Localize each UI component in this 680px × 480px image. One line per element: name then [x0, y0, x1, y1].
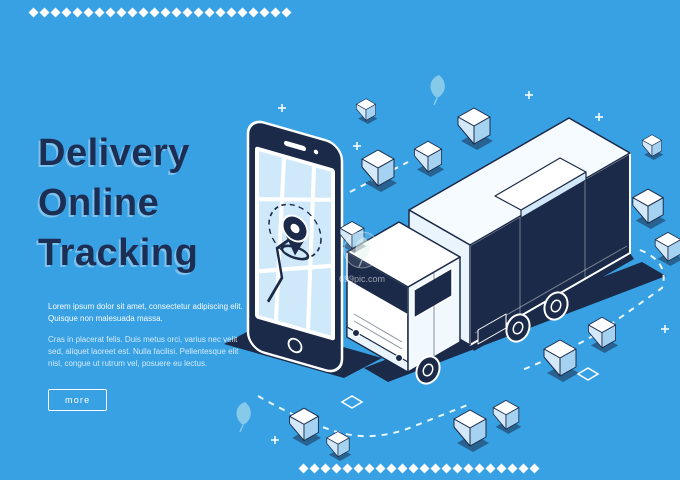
more-button[interactable]: more: [48, 389, 108, 411]
truck-side-window: [413, 267, 453, 319]
map-route-line: [266, 235, 294, 303]
title-line-1: Delivery: [38, 132, 190, 174]
parcel-box: [453, 409, 490, 453]
smartphone-illustration: [246, 120, 344, 373]
body-paragraph: Cras in placerat felis. Duis metus orci,…: [48, 335, 239, 368]
watermark-text: 699pic.com: [339, 274, 385, 284]
map-roads: [258, 157, 332, 330]
parcel-box: [289, 407, 322, 447]
page-title: Delivery Online Tracking: [38, 128, 198, 278]
parcel-box: [492, 399, 522, 435]
truck-cab-roof: [346, 221, 461, 288]
phone-home-button: [287, 337, 303, 354]
parcel-box: [654, 231, 680, 267]
delivery-truck-illustration: [346, 117, 634, 389]
truck-roof-vent: [494, 157, 587, 211]
phone-camera-icon: [313, 149, 319, 155]
truck-fuel-tank: [477, 313, 507, 345]
parcel-box: [326, 431, 352, 462]
top-diamond-row: [28, 7, 292, 18]
parcel-box: [632, 188, 667, 230]
intro-paragraph: Lorem ipsum dolor sit amet, consectetur …: [48, 302, 243, 323]
parcel-box: [642, 134, 664, 161]
title-line-3: Tracking: [38, 232, 199, 275]
title-line-2: Online: [38, 182, 160, 225]
parcel-box: [413, 140, 445, 178]
phone-earpiece: [284, 140, 306, 152]
bottom-diamond-row: [298, 463, 540, 474]
truck-headlight: [352, 329, 360, 337]
watermark-stamp: 699pic.com: [339, 231, 385, 284]
watermark-logo: [429, 74, 446, 106]
parcel-box: [356, 98, 378, 125]
parcel-box: [361, 149, 398, 193]
watermark-logo: [235, 401, 252, 433]
parcel-box: [543, 339, 580, 383]
parcel-box: [457, 107, 494, 151]
watermarks: 699pic.com: [235, 74, 446, 433]
truck-headlight: [395, 354, 403, 362]
location-pin-icon: [281, 214, 309, 256]
